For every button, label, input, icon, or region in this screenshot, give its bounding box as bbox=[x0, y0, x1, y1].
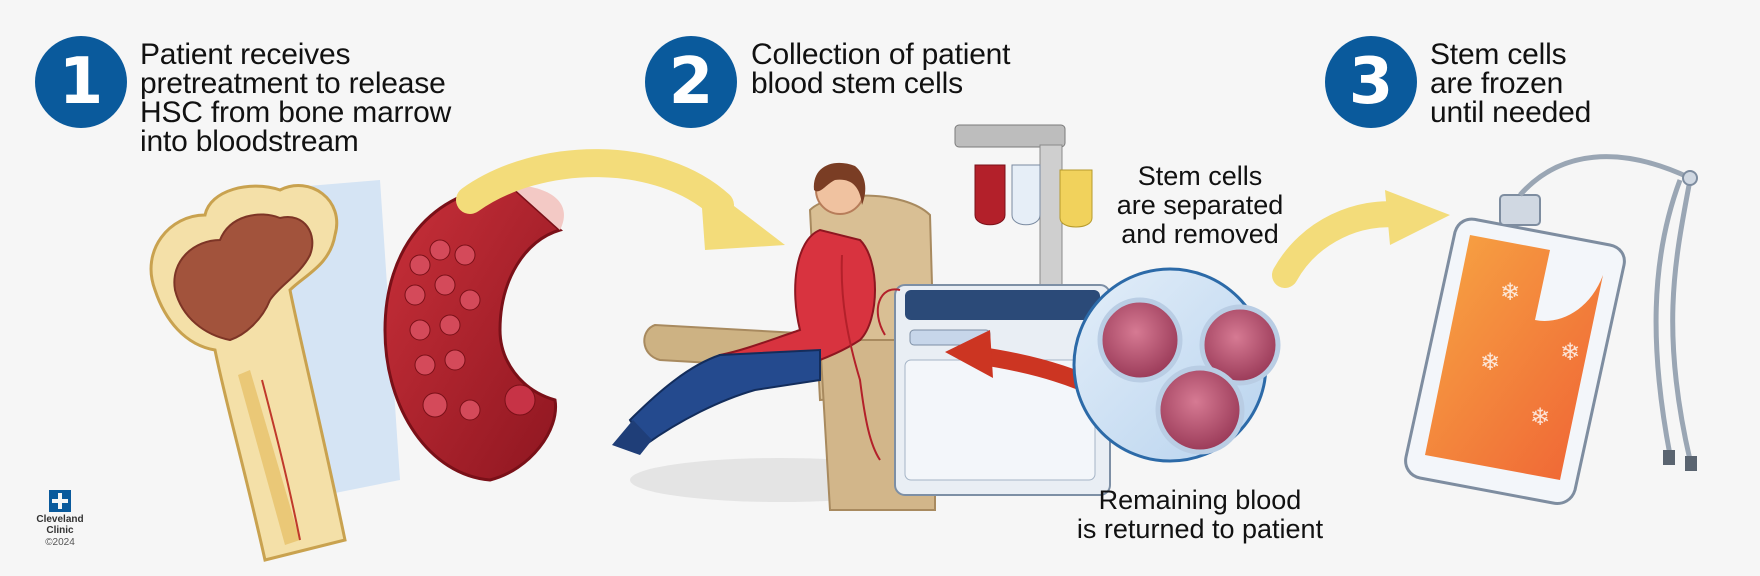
svg-text:❄: ❄ bbox=[1530, 403, 1550, 431]
patient-in-chair-illustration bbox=[612, 162, 937, 511]
step-2-title: Collection of patient blood stem cells bbox=[751, 38, 1011, 100]
label-remaining-blood-returned: Remaining blood is returned to patient bbox=[1076, 485, 1324, 544]
logo-name: Cleveland Clinic bbox=[36, 514, 84, 536]
cleveland-clinic-logo-icon bbox=[49, 490, 71, 512]
cleveland-clinic-logo: Cleveland Clinic ©2024 bbox=[30, 490, 90, 548]
stem-cells-magnified-illustration bbox=[1072, 267, 1281, 463]
arrow-to-freezing bbox=[1272, 190, 1450, 288]
step-1-number: 1 bbox=[58, 45, 104, 119]
step-1-title: Patient receives pretreatment to release… bbox=[140, 38, 452, 158]
svg-text:❄: ❄ bbox=[1480, 348, 1500, 376]
blood-vessel-illustration bbox=[383, 183, 564, 482]
svg-text:❄: ❄ bbox=[1560, 338, 1580, 366]
step-3-title: Stem cells are frozen until needed bbox=[1430, 38, 1592, 129]
step-3-number: 3 bbox=[1348, 45, 1394, 119]
bone-marrow-illustration bbox=[149, 184, 347, 562]
svg-text:❄: ❄ bbox=[1500, 278, 1520, 306]
step-3-badge: 3 bbox=[1325, 36, 1417, 128]
frozen-stem-cell-bag-illustration: ❄ ❄ ❄ ❄ bbox=[1404, 154, 1698, 505]
step-1-badge: 1 bbox=[35, 36, 127, 128]
step-2-number: 2 bbox=[668, 45, 714, 119]
step-2-badge: 2 bbox=[645, 36, 737, 128]
apheresis-machine-illustration bbox=[876, 124, 1111, 496]
label-stem-cells-separated: Stem cells are separated and removed bbox=[1116, 161, 1284, 249]
logo-copyright: ©2024 bbox=[45, 537, 75, 548]
arrow-to-collection bbox=[456, 149, 785, 250]
